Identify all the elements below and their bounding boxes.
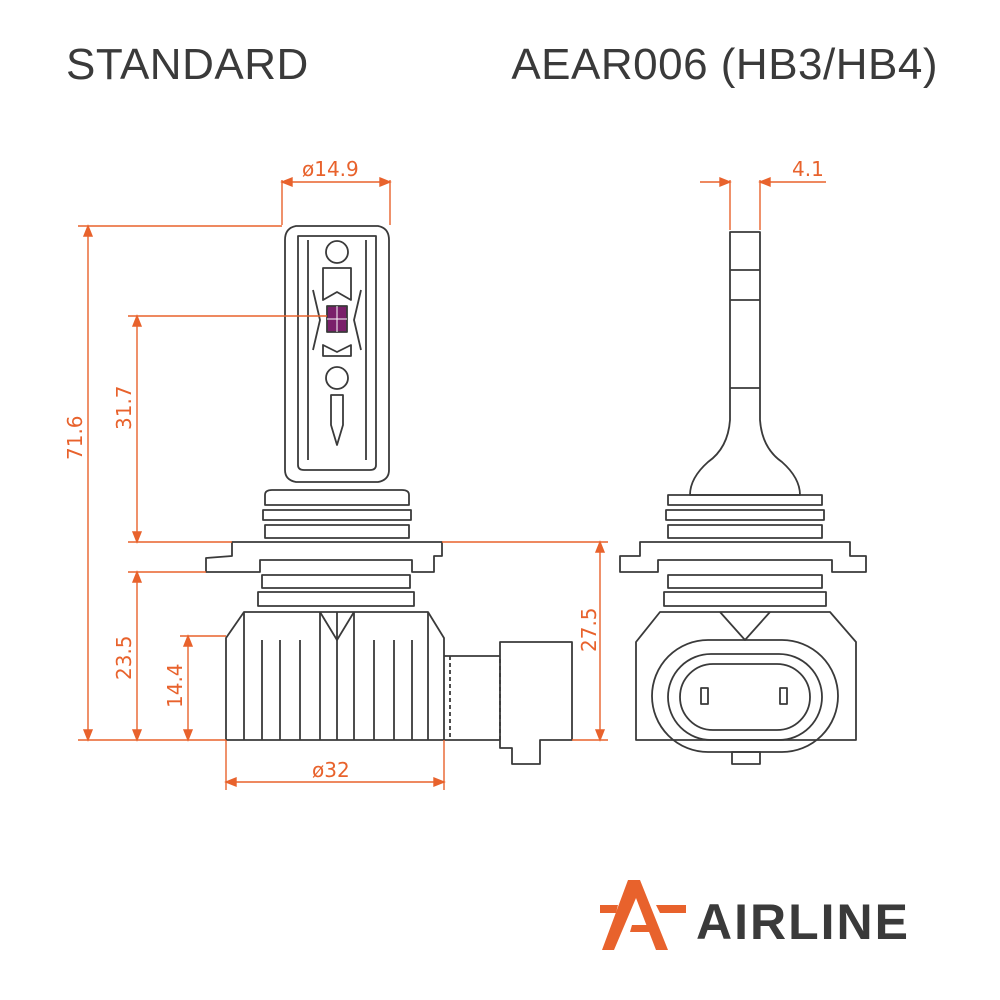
dim-total-height: 71.6 xyxy=(63,415,87,460)
led-stem xyxy=(284,225,390,483)
title-standard: STANDARD xyxy=(66,40,309,89)
dim-emitter-height: 31.7 xyxy=(112,385,136,430)
connector-plug xyxy=(499,641,573,765)
brand-name: AIRLINE xyxy=(696,894,910,950)
title-model: AEAR006 (HB3/HB4) xyxy=(511,40,938,89)
side-stem xyxy=(689,231,801,496)
airline-logo-icon xyxy=(600,880,686,950)
dim-base-height: 23.5 xyxy=(112,635,136,680)
dim-body-diameter: ø32 xyxy=(312,758,350,782)
dim-connector-height: 27.5 xyxy=(577,607,601,652)
dim-body-height: 14.4 xyxy=(163,663,187,708)
dim-stem-diameter: ø14.9 xyxy=(302,157,359,181)
front-view xyxy=(205,225,573,765)
side-view xyxy=(619,231,867,765)
dim-side-thickness: 4.1 xyxy=(792,157,824,181)
